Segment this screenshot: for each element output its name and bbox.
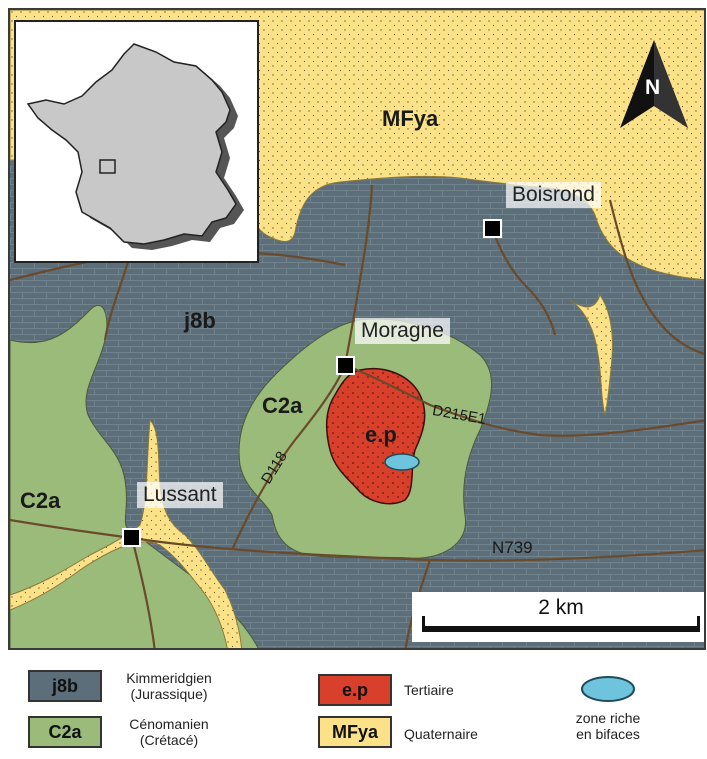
unit-label-ep: e.p xyxy=(365,422,397,447)
legend-code-mfya: MFya xyxy=(331,721,378,742)
scale-label: 2 km xyxy=(538,596,584,619)
town-label-lussant: Lussant xyxy=(137,482,223,508)
legend-swatch-j8b: j8b xyxy=(28,670,102,702)
legend-text-tertiaire: Tertiaire xyxy=(404,682,454,698)
scale-bar: 2 km xyxy=(412,592,704,642)
road-d215e1 xyxy=(344,363,704,437)
town-label-moragne: Moragne xyxy=(355,318,450,344)
unit-label-mfya: MFya xyxy=(382,106,439,131)
scale-line xyxy=(422,626,700,632)
road-east xyxy=(608,199,704,355)
road-north xyxy=(343,184,374,366)
legend-cenomanien-line1: Cénomanien xyxy=(129,716,209,732)
road-d118 xyxy=(230,364,347,551)
north-arrow-icon xyxy=(620,40,688,128)
legend-swatch-mfya: MFya xyxy=(318,716,392,748)
town-label-boisrond: Boisrond xyxy=(506,182,601,208)
unit-label-c2a-center: C2a xyxy=(262,393,303,418)
legend-kimmeridgien-line1: Kimmeridgien xyxy=(126,670,212,686)
legend-text-kimmeridgien: Kimmeridgien (Jurassique) xyxy=(114,670,224,702)
legend-biface-icon xyxy=(581,676,635,702)
unit-mfya-river-left xyxy=(10,418,243,648)
legend-bifaces-line2: en bifaces xyxy=(576,726,640,742)
legend-text-quaternaire: Quaternaire xyxy=(404,726,478,742)
north-label: N xyxy=(645,76,661,99)
legend-swatch-ep: e.p xyxy=(318,674,392,706)
study-area-marker xyxy=(99,159,116,174)
biface-zone-marker xyxy=(384,453,420,471)
geological-map: N MFya j8b C2a C2a e.p Boisrond Moragne … xyxy=(8,8,706,650)
map-canvas xyxy=(10,10,704,648)
legend-text-bifaces: zone riche en bifaces xyxy=(556,710,660,742)
scale-tick-right xyxy=(697,616,700,632)
legend-text-cenomanien: Cénomanien (Crétacé) xyxy=(114,716,224,748)
unit-label-j8b: j8b xyxy=(184,308,216,333)
scale-tick-left xyxy=(422,616,425,632)
road-boisrond xyxy=(490,227,557,336)
legend-swatch-c2a: C2a xyxy=(28,716,102,748)
legend-kimmeridgien-line2: (Jurassique) xyxy=(130,686,208,702)
france-outline xyxy=(26,43,244,250)
unit-mfya-channel xyxy=(569,293,613,416)
road-label-n739: N739 xyxy=(492,538,533,557)
lussant-marker xyxy=(122,528,141,547)
unit-label-c2a-left: C2a xyxy=(20,488,61,513)
legend-code-c2a: C2a xyxy=(48,721,82,742)
legend-code-j8b: j8b xyxy=(51,675,78,696)
road-lussant xyxy=(130,537,156,648)
legend-cenomanien-line2: (Crétacé) xyxy=(139,732,199,748)
moragne-marker xyxy=(336,356,355,375)
north-arrow: N xyxy=(618,36,690,132)
legend-bifaces-line1: zone riche xyxy=(575,710,641,726)
legend: j8b Kimmeridgien (Jurassique) C2a Cénoma… xyxy=(0,652,707,759)
road-n739 xyxy=(10,518,704,562)
road-nw xyxy=(103,254,132,341)
france-inset-map xyxy=(14,20,259,263)
legend-code-ep: e.p xyxy=(341,679,368,700)
boisrond-marker xyxy=(483,219,502,238)
